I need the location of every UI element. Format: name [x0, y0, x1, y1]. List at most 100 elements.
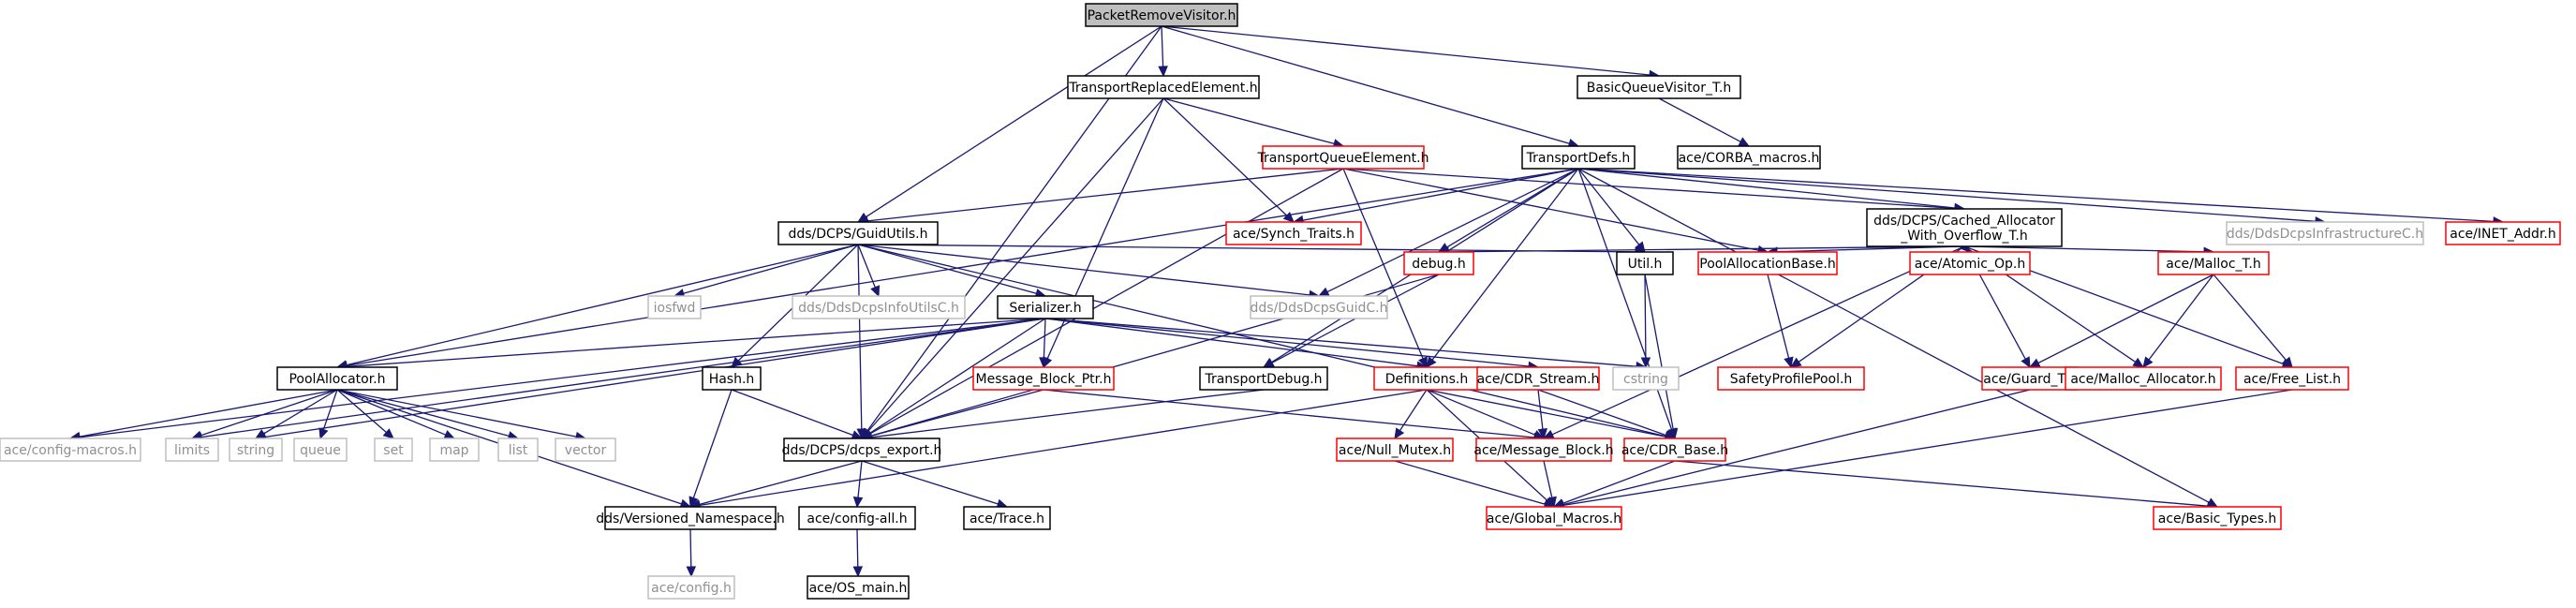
- node-safetyprofilepool-h[interactable]: SafetyProfilePool.h: [1717, 366, 1865, 391]
- edge-n42-n47: [1674, 460, 2219, 512]
- edge-n23-n41: [1426, 389, 1546, 439]
- node-ace-config-all-h[interactable]: ace/config-all.h: [798, 506, 916, 530]
- node-ace-inet-addr-h[interactable]: ace/INET_Addr.h: [2445, 221, 2561, 245]
- node-packetremovevisitor-h[interactable]: PacketRemoveVisitor.h: [1085, 3, 1238, 27]
- node-label: list: [509, 443, 528, 458]
- node-dds-versioned-namespace-h[interactable]: dds/Versioned_Namespace.h: [596, 506, 785, 530]
- node-label: TransportQueueElement.h: [1257, 151, 1429, 166]
- node-ace-cdr-base-h[interactable]: ace/CDR_Base.h: [1621, 437, 1728, 462]
- node-poolallocator-h[interactable]: PoolAllocator.h: [276, 366, 398, 391]
- node-transportqueueelement-h[interactable]: TransportQueueElement.h: [1257, 145, 1429, 170]
- node-label: TransportDefs.h: [1526, 151, 1631, 166]
- edge-n0-n2: [1161, 25, 1661, 81]
- node-label: dds/Versioned_Namespace.h: [596, 512, 784, 526]
- node-transportreplacedelement-h[interactable]: TransportReplacedElement.h: [1067, 75, 1260, 99]
- node-box: [2153, 506, 2282, 530]
- node-util-h[interactable]: Util.h: [1616, 251, 1674, 275]
- node-transportdefs-h[interactable]: TransportDefs.h: [1521, 145, 1636, 170]
- node-ace-malloc-allocator-h[interactable]: ace/Malloc_Allocator.h: [2065, 366, 2222, 391]
- node-basicqueuevisitor-t-h[interactable]: BasicQueueVisitor_T.h: [1577, 75, 1741, 99]
- node-label: ace/OS_main.h: [809, 581, 908, 596]
- node-label: ace/CDR_Stream.h: [1477, 372, 1600, 387]
- edge-n13-n25: [1044, 318, 1648, 372]
- edge-n19-n28: [2142, 274, 2214, 368]
- node-label: dds/DCPS/GuidUtils.h: [788, 227, 927, 242]
- node-label: ace/Null_Mutex.h: [1339, 443, 1451, 458]
- node-label: set: [383, 443, 404, 458]
- node-transportdebug-h[interactable]: TransportDebug.h: [1199, 366, 1328, 391]
- node-ace-corba-macros-h[interactable]: ace/CORBA_macros.h: [1677, 145, 1821, 170]
- node-ace-cdr-stream-h[interactable]: ace/CDR_Stream.h: [1476, 366, 1600, 391]
- node-message-block-ptr-h[interactable]: Message_Block_Ptr.h: [972, 366, 1115, 391]
- node-cstring[interactable]: cstring: [1612, 366, 1680, 391]
- node-box: [972, 366, 1115, 391]
- node-box: [2065, 366, 2222, 391]
- node-debug-h[interactable]: debug.h: [1403, 251, 1474, 275]
- node-ace-config-h[interactable]: ace/config.h: [647, 575, 735, 600]
- node-label: ace/Message_Block.h: [1473, 443, 1613, 458]
- node-box: [276, 366, 398, 391]
- edge-n4-n42: [1577, 168, 1677, 440]
- node-box: [1981, 366, 2079, 391]
- node-box: [783, 437, 940, 462]
- node-box: [1866, 208, 2063, 247]
- node-ace-null-mutex-h[interactable]: ace/Null_Mutex.h: [1336, 437, 1454, 462]
- node-box: [1521, 145, 1636, 170]
- node-label: map: [439, 443, 468, 458]
- node-label: dds/DdsDcpsGuidC.h: [1251, 301, 1388, 316]
- edge-n19-n29: [2213, 274, 2293, 368]
- node-dds-ddsdcpsinfoutilsc-h[interactable]: dds/DdsDcpsInfoUtilsC.h: [792, 295, 966, 319]
- node-box: [1577, 75, 1741, 99]
- node-serializer-h[interactable]: Serializer.h: [997, 295, 1094, 319]
- nodes-layer: PacketRemoveVisitor.hTransportReplacedEl…: [0, 3, 2561, 600]
- node-hash-h[interactable]: Hash.h: [702, 366, 762, 391]
- edge-n3-n6: [856, 168, 1344, 227]
- node-box: [963, 506, 1051, 530]
- node-label: iosfwd: [654, 301, 696, 316]
- node-label: ace/Free_List.h: [2243, 372, 2341, 387]
- node-ace-message-block-h[interactable]: ace/Message_Block.h: [1473, 437, 1614, 462]
- node-queue[interactable]: queue: [293, 437, 348, 462]
- node-ace-malloc-t-h[interactable]: ace/Malloc_T.h: [2157, 251, 2270, 275]
- node-ace-trace-h[interactable]: ace/Trace.h: [963, 506, 1051, 530]
- node-poolallocationbase-h[interactable]: PoolAllocationBase.h: [1697, 251, 1838, 275]
- node-ace-os-main-h[interactable]: ace/OS_main.h: [807, 575, 910, 600]
- edge-n0-n6: [856, 25, 1162, 223]
- node-ace-basic-types-h[interactable]: ace/Basic_Types.h: [2153, 506, 2282, 530]
- node-ace-global-macros-h[interactable]: ace/Global_Macros.h: [1486, 506, 1622, 530]
- node-dds-dcps-dcps-export-h[interactable]: dds/DCPS/dcps_export.h: [782, 437, 942, 462]
- node-label: Message_Block_Ptr.h: [976, 372, 1112, 387]
- node-set[interactable]: set: [374, 437, 413, 462]
- node-box: [429, 437, 480, 462]
- node-box: [293, 437, 348, 462]
- node-string[interactable]: string: [229, 437, 283, 462]
- node-ace-config-macros-h[interactable]: ace/config-macros.h: [0, 437, 141, 462]
- node-ace-guard-t-h[interactable]: ace/Guard_T.h: [1981, 366, 2079, 391]
- edge-n2-n5: [1658, 97, 1751, 147]
- node-map[interactable]: map: [429, 437, 480, 462]
- node-ace-synch-traits-h[interactable]: ace/Synch_Traits.h: [1225, 221, 1362, 245]
- node-box: [997, 295, 1094, 319]
- edge-n23-n40: [1394, 389, 1428, 440]
- node-box: [2226, 221, 2424, 245]
- edge-n4-n16: [1577, 168, 1646, 253]
- node-ace-free-list-h[interactable]: ace/Free_List.h: [2235, 366, 2349, 391]
- node-ace-atomic-op-h[interactable]: ace/Atomic_Op.h: [1909, 251, 2031, 275]
- node-box: [1476, 366, 1600, 391]
- node-list[interactable]: list: [497, 437, 539, 462]
- edge-n6-n30: [335, 244, 859, 370]
- node-dds-ddsdcpsinfrastructurec-h[interactable]: dds/DdsDcpsInfrastructureC.h: [2226, 221, 2424, 245]
- node-box: [647, 295, 702, 319]
- node-label: Util.h: [1628, 257, 1663, 272]
- node-dds-ddsdcpsguidc-h[interactable]: dds/DdsDcpsGuidC.h: [1250, 295, 1388, 319]
- edge-n30-n38: [336, 389, 587, 442]
- node-iosfwd[interactable]: iosfwd: [647, 295, 702, 319]
- node-limits[interactable]: limits: [165, 437, 219, 462]
- node-definitions-h[interactable]: Definitions.h: [1373, 366, 1480, 391]
- node-dds-dcps-cached-allocator-with-overflow-t-h[interactable]: dds/DCPS/Cached_Allocator_With_Overflow_…: [1866, 208, 2063, 247]
- edge-n6-n12: [857, 244, 881, 298]
- edge-n4-n30: [335, 168, 1579, 371]
- node-dds-dcps-guidutils-h[interactable]: dds/DCPS/GuidUtils.h: [777, 221, 939, 245]
- node-vector[interactable]: vector: [555, 437, 616, 462]
